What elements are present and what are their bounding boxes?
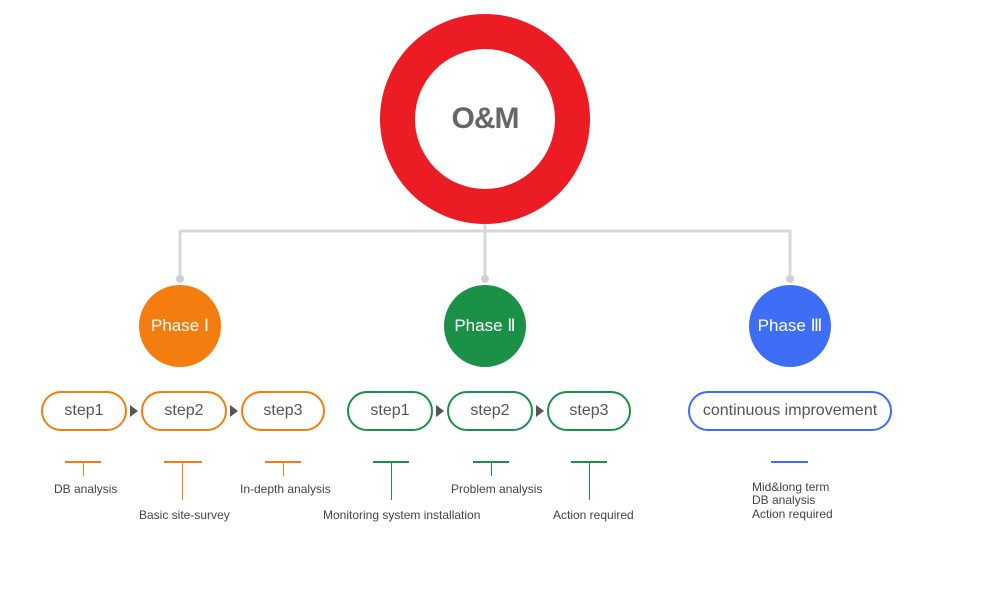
tee-stem bbox=[182, 462, 183, 500]
phase-1-step-1: step1 bbox=[41, 391, 127, 431]
phase-2-label: Phase Ⅱ bbox=[454, 316, 516, 335]
phase-3-label: Phase Ⅲ bbox=[757, 316, 823, 335]
tee-stem bbox=[391, 462, 392, 500]
phase-1-note-1: DB analysis bbox=[54, 482, 118, 496]
phase-1-note-2: Basic site-survey bbox=[139, 508, 230, 522]
phase-1-step-3-label: step3 bbox=[263, 402, 303, 419]
phase-2-circle: Phase Ⅱ bbox=[444, 285, 526, 367]
arrow-right-icon bbox=[436, 405, 444, 417]
phase-1-note-3: In-depth analysis bbox=[240, 482, 331, 496]
phase-2-note-3: Action required bbox=[553, 508, 634, 522]
tee-stem bbox=[283, 462, 284, 476]
tee-marker bbox=[164, 461, 202, 463]
phase-1-step-2: step2 bbox=[141, 391, 227, 431]
phase-3-circle: Phase Ⅲ bbox=[749, 285, 831, 367]
tee-stem bbox=[589, 462, 590, 500]
arrow-right-icon bbox=[536, 405, 544, 417]
phase-2-step-1-label: step1 bbox=[370, 402, 410, 419]
phase-1-step-2-label: step2 bbox=[164, 402, 204, 419]
phase-2-note-1: Monitoring system installation bbox=[323, 508, 481, 522]
phase-2-note-2: Problem analysis bbox=[451, 482, 543, 496]
phase-1-label: Phase Ⅰ bbox=[151, 316, 209, 335]
phase-3-note-2: DB analysis bbox=[752, 493, 816, 507]
tee-stem bbox=[491, 462, 492, 476]
phase-3-note-3: Action required bbox=[752, 507, 833, 521]
phase-1-step-3: step3 bbox=[241, 391, 325, 431]
phase-2-step-2: step2 bbox=[447, 391, 533, 431]
om-title: O&M bbox=[451, 102, 520, 135]
tee-marker bbox=[771, 461, 808, 463]
phase-3-step-1: continuous improvement bbox=[688, 391, 892, 431]
arrow-right-icon bbox=[130, 405, 138, 417]
phase-3-note-1: Mid&long term bbox=[752, 480, 830, 494]
phase-2-step-1: step1 bbox=[347, 391, 433, 431]
phase-2-step-2-label: step2 bbox=[470, 402, 510, 419]
om-ring: O&M bbox=[380, 14, 590, 224]
phase-3-step-1-label: continuous improvement bbox=[702, 402, 878, 419]
phase-2-step-3: step3 bbox=[547, 391, 631, 431]
arrow-right-icon bbox=[230, 405, 238, 417]
phase-1-circle: Phase Ⅰ bbox=[139, 285, 221, 367]
tee-stem bbox=[83, 462, 84, 476]
phase-2-step-3-label: step3 bbox=[569, 402, 609, 419]
om-ring-center: O&M bbox=[415, 49, 555, 189]
phase-1-step-1-label: step1 bbox=[64, 402, 104, 419]
